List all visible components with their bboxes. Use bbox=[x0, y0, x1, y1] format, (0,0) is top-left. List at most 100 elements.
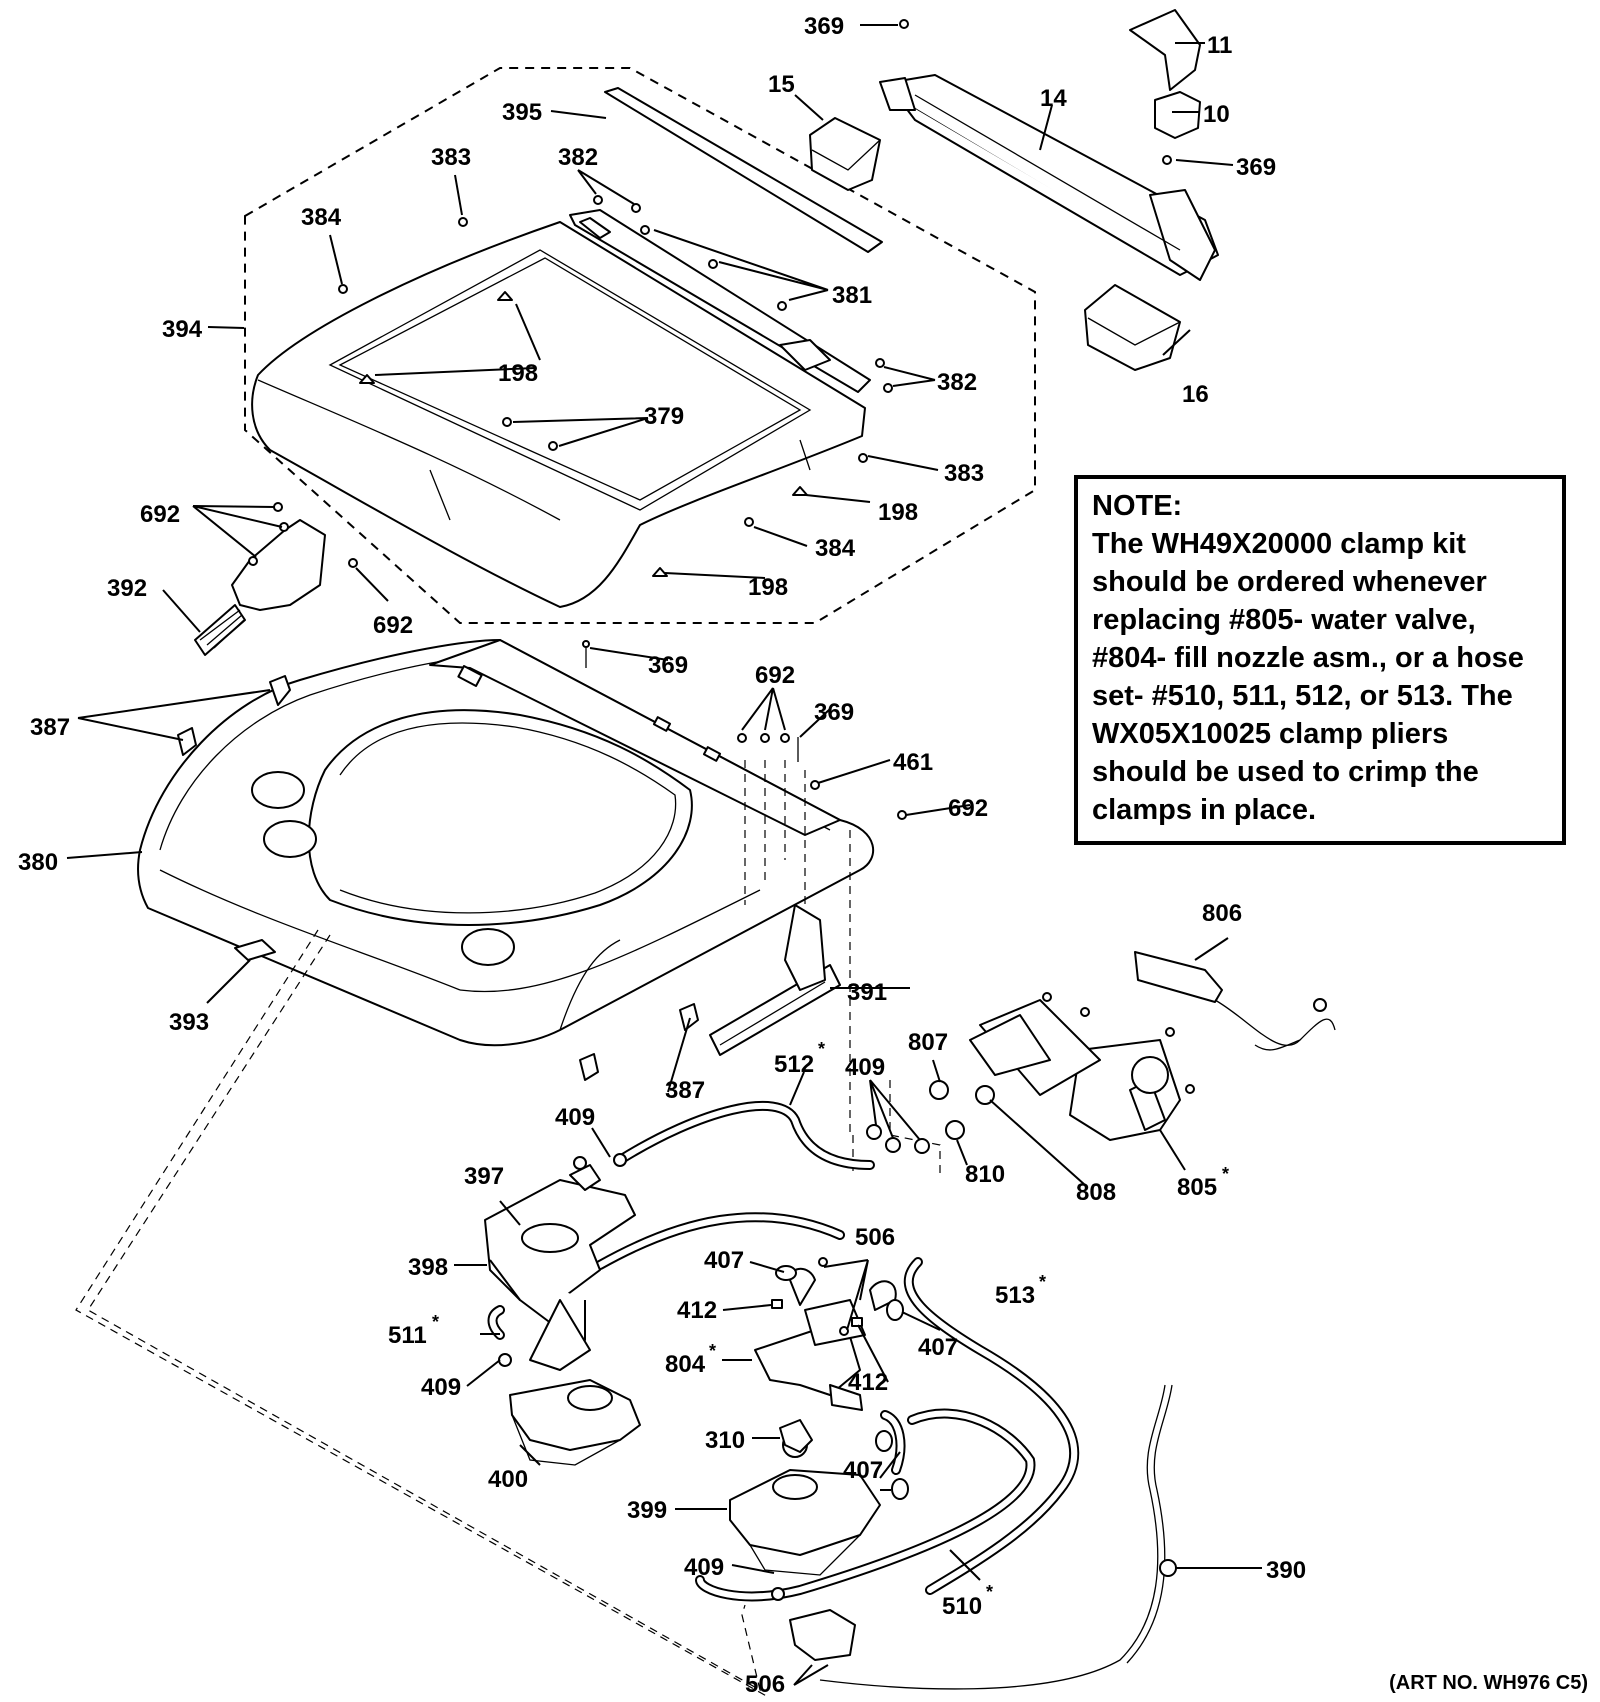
label-400: 400 bbox=[488, 1466, 528, 1493]
label-198-mid: 198 bbox=[878, 499, 918, 526]
latch-391-part bbox=[709, 904, 841, 1056]
dispenser-399 bbox=[729, 1469, 881, 1576]
label-806: 806 bbox=[1202, 900, 1242, 927]
label-369-right: 369 bbox=[1236, 154, 1276, 181]
label-513: 513 bbox=[995, 1282, 1035, 1309]
label-407-top: 407 bbox=[704, 1247, 744, 1274]
hose-513 bbox=[903, 1257, 1080, 1595]
label-692-lock: 692 bbox=[373, 612, 413, 639]
label-310: 310 bbox=[705, 1427, 745, 1454]
label-16: 16 bbox=[1182, 381, 1209, 408]
hinge-bar-part bbox=[569, 209, 871, 393]
label-807: 807 bbox=[908, 1029, 948, 1056]
label-692-top: 692 bbox=[140, 501, 180, 528]
wire-390 bbox=[819, 1384, 1177, 1690]
label-399: 399 bbox=[627, 1497, 667, 1524]
label-805-asterisk: * bbox=[1222, 1164, 1229, 1184]
dispenser-397-398 bbox=[484, 1164, 636, 1371]
lid-lock-part bbox=[194, 502, 358, 656]
label-810: 810 bbox=[965, 1161, 1005, 1188]
art-number: (ART NO. WH976 C5) bbox=[1389, 1672, 1588, 1694]
label-804-asterisk: * bbox=[709, 1341, 716, 1361]
label-395: 395 bbox=[502, 99, 542, 126]
hose-512 bbox=[615, 1100, 875, 1170]
part-393 bbox=[234, 939, 276, 961]
clip-387-c bbox=[679, 1003, 699, 1031]
clamp-506-bottom bbox=[789, 1609, 856, 1661]
label-513-asterisk: * bbox=[1039, 1272, 1046, 1292]
hose-511 bbox=[487, 1212, 845, 1340]
note-line-5: set- #510, 511, 512, or 513. The bbox=[1092, 680, 1513, 712]
label-198-bottom: 198 bbox=[748, 574, 788, 601]
hose-to-nozzle bbox=[880, 1410, 906, 1475]
clip-387-d bbox=[579, 1053, 599, 1081]
label-510: 510 bbox=[942, 1593, 982, 1620]
strip-part bbox=[604, 87, 883, 253]
label-692-top-panel: 692 bbox=[755, 662, 795, 689]
label-808: 808 bbox=[1076, 1179, 1116, 1206]
label-15: 15 bbox=[768, 71, 795, 98]
note-line-2: should be ordered whenever bbox=[1092, 566, 1487, 598]
clip-387-a bbox=[269, 675, 291, 706]
label-398: 398 bbox=[408, 1254, 448, 1281]
label-461: 461 bbox=[893, 749, 933, 776]
label-381: 381 bbox=[832, 282, 872, 309]
screw-369-top bbox=[899, 19, 909, 29]
label-407-right: 407 bbox=[918, 1334, 958, 1361]
cover-11-part bbox=[1129, 9, 1201, 91]
valve-manifold-808 bbox=[969, 999, 1101, 1096]
clip-387-b bbox=[177, 727, 197, 756]
label-394: 394 bbox=[162, 316, 203, 343]
label-506-bottom: 506 bbox=[745, 1671, 785, 1698]
label-369-top-panel: 369 bbox=[648, 652, 688, 679]
callout-labels: 369 11 15 10 14 369 395 383 382 384 381 … bbox=[18, 13, 1306, 1698]
label-384-top: 384 bbox=[301, 204, 342, 231]
label-409-right: 409 bbox=[845, 1054, 885, 1081]
note-line-7: should be used to crimp the bbox=[1092, 756, 1479, 788]
note-line-6: WX05X10025 clamp pliers bbox=[1092, 718, 1449, 750]
leader-lines bbox=[66, 24, 1262, 1686]
label-393: 393 bbox=[169, 1009, 209, 1036]
label-397: 397 bbox=[464, 1163, 504, 1190]
note-box: NOTE: The WH49X20000 clamp kit should be… bbox=[1074, 475, 1566, 845]
guide-lines-a bbox=[744, 760, 854, 1175]
bracket-part bbox=[879, 74, 1219, 281]
label-512: 512 bbox=[774, 1051, 814, 1078]
fittings bbox=[498, 1153, 909, 1601]
label-198-top: 198 bbox=[498, 360, 538, 387]
screw-369-right bbox=[1162, 155, 1172, 165]
label-512-asterisk: * bbox=[818, 1039, 825, 1059]
label-805: 805 bbox=[1177, 1174, 1217, 1201]
label-409-mid: 409 bbox=[421, 1374, 461, 1401]
label-379: 379 bbox=[644, 403, 684, 430]
label-369-panel-right: 369 bbox=[814, 699, 854, 726]
label-10: 10 bbox=[1203, 101, 1230, 128]
lid-assembly-outline bbox=[244, 67, 1036, 624]
note-line-4: #804- fill nozzle asm., or a hose bbox=[1092, 642, 1524, 674]
label-409-bottom: 409 bbox=[684, 1554, 724, 1581]
label-387-left: 387 bbox=[30, 714, 70, 741]
label-409-left: 409 bbox=[555, 1104, 595, 1131]
washers bbox=[866, 1080, 995, 1154]
label-412-right: 412 bbox=[848, 1369, 888, 1396]
label-804: 804 bbox=[665, 1351, 706, 1378]
label-383-top: 383 bbox=[431, 144, 471, 171]
label-382-top: 382 bbox=[558, 144, 598, 171]
label-14: 14 bbox=[1040, 85, 1067, 112]
label-392: 392 bbox=[107, 575, 147, 602]
label-382-right: 382 bbox=[937, 369, 977, 396]
ground-wire-route bbox=[75, 929, 771, 1699]
box-16-part bbox=[1084, 284, 1181, 371]
label-11: 11 bbox=[1207, 32, 1232, 59]
dispenser-400 bbox=[509, 1379, 641, 1466]
valve-screws bbox=[1042, 992, 1195, 1094]
label-391: 391 bbox=[847, 979, 887, 1006]
label-692-right: 692 bbox=[948, 795, 988, 822]
label-407-bottom: 407 bbox=[843, 1457, 883, 1484]
label-510-asterisk: * bbox=[986, 1582, 993, 1602]
harness-806-part bbox=[1134, 951, 1336, 1051]
label-412-left: 412 bbox=[677, 1297, 717, 1324]
label-384-right: 384 bbox=[815, 535, 856, 562]
switch-10-part bbox=[1154, 91, 1201, 139]
